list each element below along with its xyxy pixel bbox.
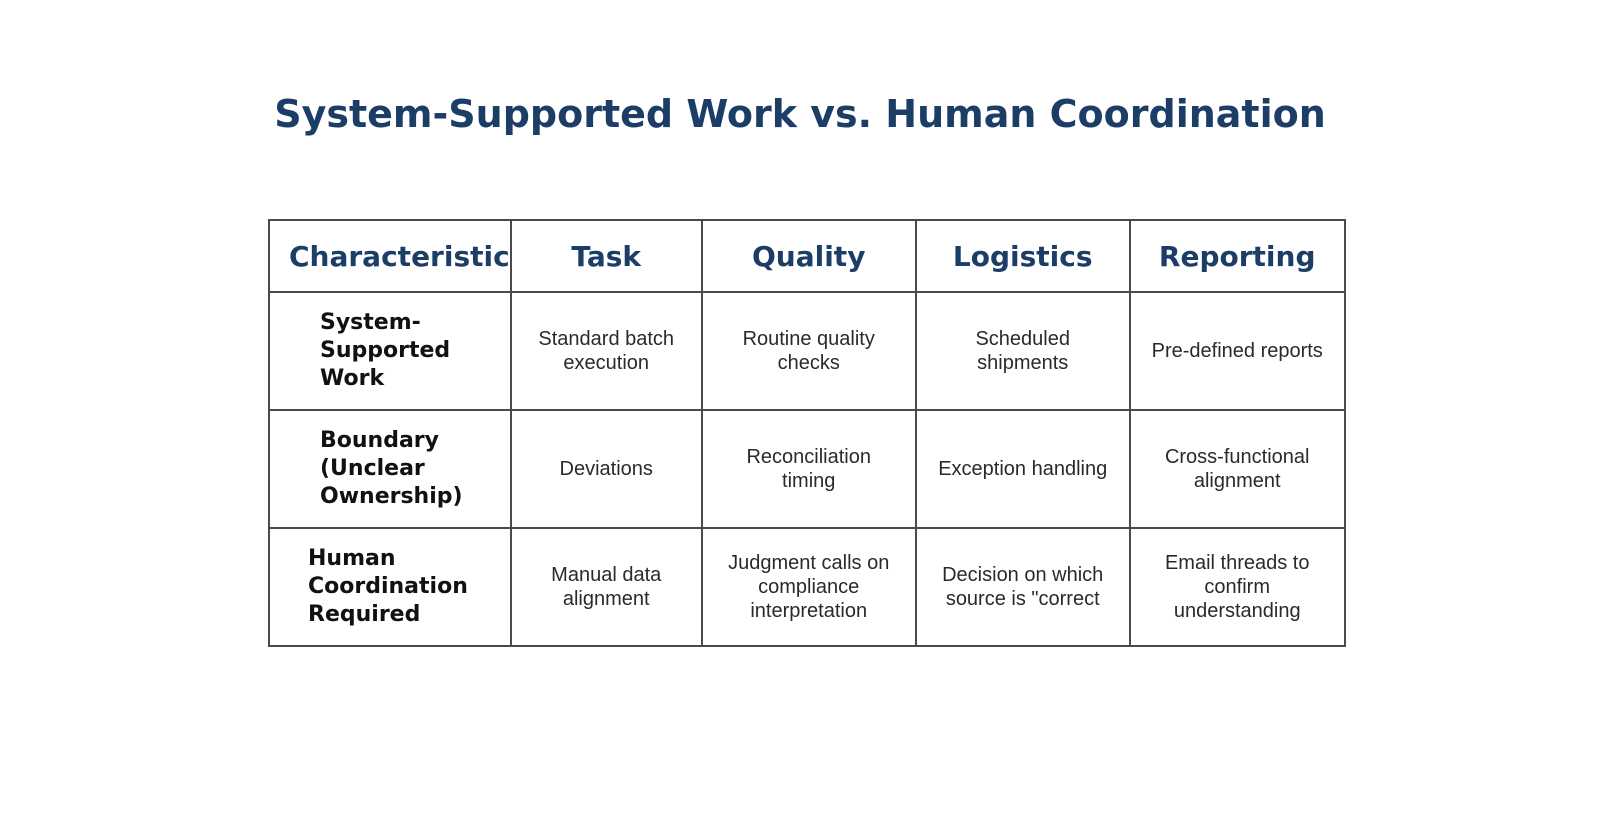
table-cell: Cross-functional alignment xyxy=(1128,409,1346,529)
table-row: System-Supported Work Standard batch exe… xyxy=(268,291,1346,411)
row-header-human-coordination: Human Coordination Required xyxy=(268,527,512,647)
table-row: Boundary (Unclear Ownership) Deviations … xyxy=(268,409,1346,529)
cell-text: Exception handling xyxy=(938,458,1108,480)
cell-text: Reconciliation timing xyxy=(746,446,871,492)
cell-text: Judgment calls on compliance interpretat… xyxy=(728,552,890,622)
table-cell: Manual data alignment xyxy=(509,527,703,647)
table-cell: Email threads to confirm understanding xyxy=(1128,527,1346,647)
table-cell: Judgment calls on compliance interpretat… xyxy=(700,527,917,647)
column-header-logistics: Logistics xyxy=(914,219,1131,293)
row-header-boundary: Boundary (Unclear Ownership) xyxy=(268,409,512,529)
comparison-table: Characteristic Task Quality Logistics Re… xyxy=(268,219,1346,647)
cell-text: Routine quality checks xyxy=(742,328,875,374)
row-header-label: Human Coordination Required xyxy=(308,546,468,627)
cell-text: Manual data alignment xyxy=(551,564,662,610)
cell-text: Cross-functional alignment xyxy=(1164,446,1310,492)
table-header-row: Characteristic Task Quality Logistics Re… xyxy=(268,219,1346,293)
cell-text: Deviations xyxy=(559,458,653,480)
table-cell: Deviations xyxy=(509,409,703,529)
column-header-characteristic: Characteristic xyxy=(268,219,512,293)
table-cell: Reconciliation timing xyxy=(700,409,917,529)
column-header-quality: Quality xyxy=(700,219,917,293)
table-cell: Routine quality checks xyxy=(700,291,917,411)
table-cell: Pre-defined reports xyxy=(1128,291,1346,411)
table-row: Human Coordination Required Manual data … xyxy=(268,527,1346,647)
cell-text: Scheduled shipments xyxy=(975,328,1070,374)
cell-text: Standard batch execution xyxy=(538,328,675,374)
row-header-label: System-Supported Work xyxy=(320,310,451,391)
table-cell: Decision on which source is "correct xyxy=(914,527,1131,647)
table-cell: Standard batch execution xyxy=(509,291,703,411)
cell-text: Email threads to confirm understanding xyxy=(1164,552,1310,622)
table-cell: Exception handling xyxy=(914,409,1131,529)
column-header-reporting: Reporting xyxy=(1128,219,1346,293)
column-header-task: Task xyxy=(509,219,703,293)
table-cell: Scheduled shipments xyxy=(914,291,1131,411)
row-header-label: Boundary (Unclear Ownership) xyxy=(320,428,463,509)
page-title: System-Supported Work vs. Human Coordina… xyxy=(274,92,1326,136)
row-header-system-supported: System-Supported Work xyxy=(268,291,512,411)
cell-text: Decision on which source is "correct xyxy=(942,564,1104,610)
cell-text: Pre-defined reports xyxy=(1151,340,1323,362)
